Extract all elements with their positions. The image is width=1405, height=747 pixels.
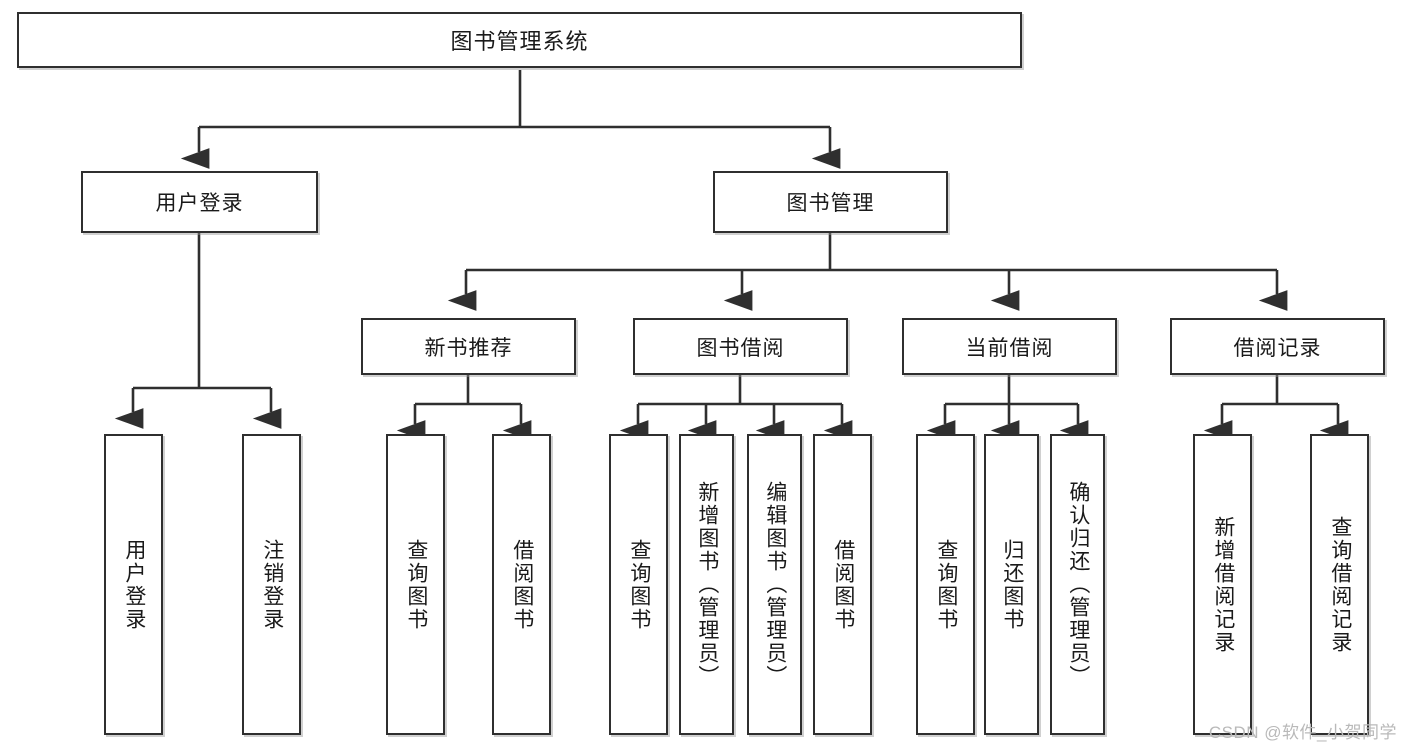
node-label: 图书管理系统 (450, 29, 589, 54)
node-label: 确认归还（管理员） (1066, 481, 1090, 688)
node-label: 注销登录 (260, 538, 284, 631)
node-label: 查询图书 (934, 538, 958, 631)
node-label: 借阅记录 (1233, 336, 1322, 360)
leaf-current-borrow-return-book[interactable]: 归还图书 (984, 434, 1039, 735)
watermark: CSDN @软件_小贺同学 (1208, 723, 1397, 742)
node-label: 借阅图书 (510, 538, 534, 631)
leaf-new-book-query-book[interactable]: 查询图书 (386, 434, 445, 735)
leaf-user-login-logout[interactable]: 注销登录 (242, 434, 301, 735)
node-root-book-management-system[interactable]: 图书管理系统 (17, 12, 1022, 68)
node-label: 当前借阅 (965, 336, 1054, 360)
node-label: 用户登录 (122, 538, 146, 631)
leaf-book-borrow-edit-book-admin[interactable]: 编辑图书（管理员） (747, 434, 802, 735)
node-label: 编辑图书（管理员） (763, 481, 787, 688)
node-label: 查询图书 (404, 538, 428, 631)
node-label: 新书推荐 (424, 336, 513, 360)
node-current-borrow[interactable]: 当前借阅 (902, 318, 1117, 375)
leaf-user-login-login[interactable]: 用户登录 (104, 434, 163, 735)
node-label: 借阅图书 (831, 538, 855, 631)
leaf-current-borrow-confirm-return-admin[interactable]: 确认归还（管理员） (1050, 434, 1105, 735)
leaf-book-borrow-query-book[interactable]: 查询图书 (609, 434, 668, 735)
leaf-new-book-borrow-book[interactable]: 借阅图书 (492, 434, 551, 735)
leaf-borrow-record-add-record[interactable]: 新增借阅记录 (1193, 434, 1252, 735)
leaf-current-borrow-query-book[interactable]: 查询图书 (916, 434, 975, 735)
leaf-book-borrow-add-book-admin[interactable]: 新增图书（管理员） (679, 434, 734, 735)
node-book-management[interactable]: 图书管理 (713, 171, 948, 233)
node-label: 查询借阅记录 (1328, 515, 1352, 654)
node-label: 图书借阅 (696, 336, 785, 360)
leaf-borrow-record-query-record[interactable]: 查询借阅记录 (1310, 434, 1369, 735)
node-label: 新增借阅记录 (1211, 515, 1235, 654)
leaf-book-borrow-borrow-book[interactable]: 借阅图书 (813, 434, 872, 735)
node-new-book-recommend[interactable]: 新书推荐 (361, 318, 576, 375)
node-label: 归还图书 (1000, 538, 1024, 631)
node-user-login[interactable]: 用户登录 (81, 171, 318, 233)
node-label: 用户登录 (155, 192, 244, 215)
node-label: 查询图书 (627, 538, 651, 631)
node-book-borrow[interactable]: 图书借阅 (633, 318, 848, 375)
node-borrow-record[interactable]: 借阅记录 (1170, 318, 1385, 375)
node-label: 新增图书（管理员） (695, 481, 719, 688)
node-label: 图书管理 (786, 192, 875, 215)
